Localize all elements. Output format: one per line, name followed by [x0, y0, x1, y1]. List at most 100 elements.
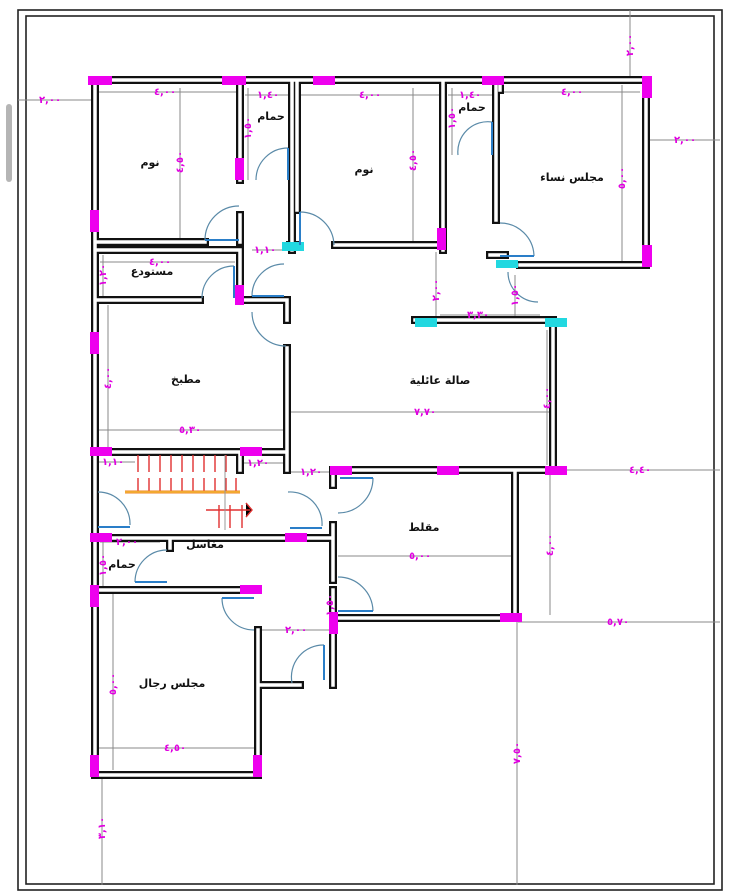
door[interactable]	[255, 147, 289, 181]
dimension-label: ٤,٠٠	[149, 257, 171, 268]
window	[90, 447, 112, 456]
room-label-dining: مقلط	[409, 521, 440, 534]
dimension-label: ١,٥٠	[447, 107, 458, 129]
window	[90, 755, 99, 777]
window	[642, 245, 652, 267]
door[interactable]	[251, 311, 287, 347]
room-label-men-majlis: مجلس رجال	[139, 677, 206, 690]
room-label-bathroom-2: حمام	[458, 101, 486, 114]
dimension-lines	[18, 10, 720, 885]
dimension-label: ١,٢٠	[300, 467, 322, 478]
dimension-label: ٢,٠٠	[431, 279, 442, 301]
door[interactable]	[337, 576, 374, 612]
room-label-bathroom-1: حمام	[257, 110, 285, 123]
dimension-label: ٢,٠٠	[285, 625, 307, 636]
door[interactable]	[499, 222, 535, 257]
dimension-label: ١,٥٠	[325, 594, 336, 616]
dimension-label: ٥,٠٠	[108, 673, 119, 695]
window	[545, 466, 567, 475]
window	[90, 210, 99, 232]
dimension-label: ٣,٣٠	[467, 310, 489, 321]
room-label-bedroom-2: نوم	[354, 163, 373, 176]
dimension-label: ١,٢٠	[98, 264, 109, 286]
window	[482, 76, 504, 85]
dimension-label: ٥,٣٠	[179, 425, 201, 436]
window	[285, 533, 307, 542]
dimension-label: ٢,٠٠	[39, 95, 61, 106]
room-label-washbasins: مغاسل	[186, 538, 224, 551]
window	[222, 76, 246, 85]
door[interactable]	[457, 121, 493, 156]
room-labels: نوم نوم مجلس نساء حمام حمام مستودع مطبخ …	[108, 101, 604, 690]
dimension-label: ١,٤٠	[459, 90, 481, 101]
dimension-label: ١,١٠	[102, 457, 124, 468]
dimension-label: ٤,٠٠	[154, 87, 176, 98]
staircase	[125, 455, 253, 530]
dimension-label: ٥,٧٠	[607, 617, 629, 628]
dimension-label: ٣,١٠	[97, 817, 108, 839]
door[interactable]	[337, 477, 374, 514]
door[interactable]	[507, 271, 539, 303]
opening	[545, 318, 567, 327]
window	[437, 466, 459, 475]
dimension-label: ١,٢٠	[247, 458, 269, 469]
dimension-label: ٤,٠٠	[561, 87, 583, 98]
room-label-kitchen: مطبخ	[171, 373, 201, 386]
window	[330, 466, 352, 475]
room-label-women-majlis: مجلس نساء	[540, 171, 604, 184]
dimension-label: ٤,٥٠	[175, 151, 186, 173]
room-label-storage: مستودع	[131, 265, 174, 278]
doors	[97, 121, 539, 684]
opening	[415, 318, 437, 327]
dimension-label: ٢,٠٠	[674, 135, 696, 146]
openings	[282, 242, 567, 327]
dimension-label: ١,٤٠	[257, 90, 279, 101]
windows	[88, 76, 652, 777]
door[interactable]	[204, 205, 240, 241]
door[interactable]	[290, 644, 325, 684]
dimension-label: ١,١٠	[254, 245, 276, 256]
dimension-label: ٧,٧٠	[414, 407, 436, 418]
dimension-label: ١,٥٠	[98, 554, 109, 576]
window	[329, 612, 338, 634]
window	[240, 447, 262, 456]
opening	[496, 260, 518, 268]
window	[90, 332, 99, 354]
opening	[282, 242, 304, 251]
room-label-family-hall: صالة عائلية	[410, 374, 471, 387]
dimension-label: ٧,٥٠	[512, 742, 523, 764]
door[interactable]	[221, 597, 255, 631]
dimension-label: ٤,٠٠	[542, 387, 553, 409]
window	[253, 755, 262, 777]
dimension-label: ٤,٠٠	[103, 367, 114, 389]
window	[90, 533, 112, 542]
dimension-label: ٥,٠٠	[617, 167, 628, 189]
dimension-label: ٤,٥٠	[164, 743, 186, 754]
door[interactable]	[251, 263, 285, 297]
vertical-scrollbar[interactable]	[6, 104, 12, 182]
window	[235, 285, 244, 305]
window	[240, 585, 262, 594]
walls	[91, 76, 652, 779]
window	[90, 585, 99, 607]
door[interactable]	[287, 491, 323, 527]
dimension-label: ١,٥٠	[243, 117, 254, 139]
door[interactable]	[97, 491, 131, 526]
dimension-label: ٤,٥٠	[408, 149, 419, 171]
window	[313, 76, 335, 85]
plot-boundary	[17, 9, 723, 891]
room-label-bedroom-1: نوم	[140, 156, 159, 169]
dimension-labels: ٤,٠٠ ١,٤٠ ٤,٠٠ ١,٤٠ ٤,٠٠ ٤,٥٠ ١,٥٠ ٤,٥٠ …	[39, 34, 696, 839]
dimension-label: ٤,٠٠	[545, 534, 556, 556]
window	[437, 228, 446, 250]
door[interactable]	[299, 211, 335, 246]
door[interactable]	[134, 549, 168, 583]
window	[235, 158, 244, 180]
room-label-bathroom-3: حمام	[108, 558, 136, 571]
door[interactable]	[201, 265, 235, 299]
dimension-label: ٤,٠٠	[359, 90, 381, 101]
window	[500, 613, 522, 622]
dimension-label: ٥,٠٠	[409, 551, 431, 562]
window	[88, 76, 112, 85]
